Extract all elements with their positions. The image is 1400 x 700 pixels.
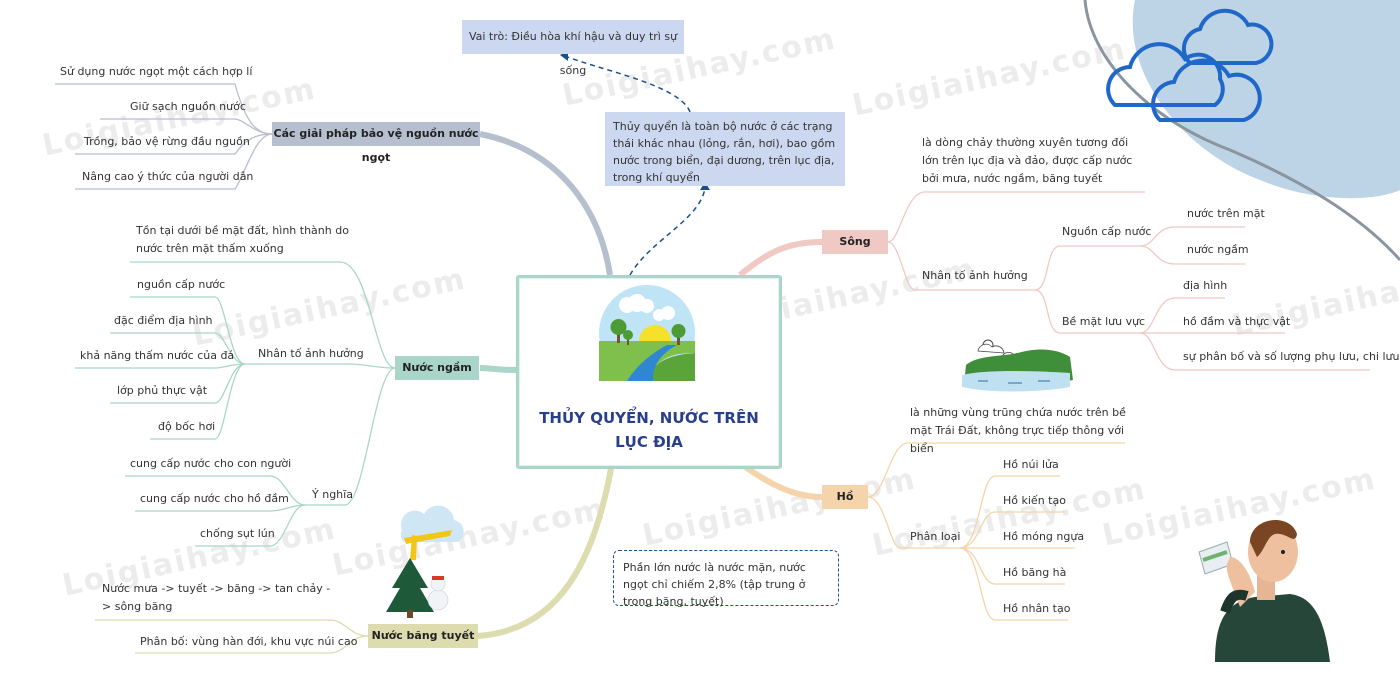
river-source: nước ngầm [1187, 243, 1249, 256]
person-drinking-illustration [1198, 520, 1330, 662]
river-source: nước trên mặt [1187, 207, 1265, 220]
definition-note: Thủy quyển là toàn bộ nước ở các trạng t… [605, 112, 845, 186]
solution-item: Trồng, bảo vệ rừng đầu nguồn [84, 135, 250, 148]
lake-type: Hồ kiến tạo [1003, 494, 1066, 507]
groundwater-factor: lớp phủ thực vật [117, 384, 208, 397]
solution-item: Sử dụng nước ngọt một cách hợp lí [60, 65, 253, 78]
river-source-label: Nguồn cấp nước [1062, 225, 1152, 238]
groundwater-factor: khả năng thấm nước của đá [80, 349, 235, 362]
groundwater-meaning: chống sụt lún [200, 527, 275, 540]
groundwater-factor: đặc điểm địa hình [114, 314, 213, 327]
branch-lake: Hồ [822, 485, 868, 509]
groundwater-meaning-label: Ý nghĩa [312, 488, 353, 501]
groundwater-meaning: cung cấp nước cho con người [130, 457, 292, 470]
lake-type: Hồ núi lửa [1003, 458, 1059, 471]
river-surface: sự phân bố và số lượng phụ lưu, chi lưu [1183, 350, 1400, 363]
groundwater-factors-label: Nhân tố ảnh hưởng [258, 347, 364, 360]
solution-item: Giữ sạch nguồn nước [130, 100, 246, 113]
ice-item: Phân bố: vùng hàn đới, khu vực núi cao [140, 635, 358, 648]
lake-type: Hồ băng hà [1003, 566, 1067, 579]
branch-ice: Nước băng tuyết [368, 624, 478, 648]
river-factors-label: Nhân tố ảnh hưởng [922, 269, 1028, 282]
river-surface-label: Bề mặt lưu vực [1062, 315, 1146, 328]
groundwater-factor: độ bốc hơi [158, 420, 216, 433]
groundwater-meaning: cung cấp nước cho hồ đầm [140, 492, 289, 505]
bottom-note: Phần lớn nước là nước mặn, nước ngọt chỉ… [613, 550, 839, 608]
lake-type: Hồ móng ngựa [1003, 530, 1085, 543]
role-note-text: Vai trò: Điều hòa khí hậu và duy trì sự … [468, 30, 678, 77]
solution-item: Nâng cao ý thức của người dân [82, 170, 254, 183]
center-topic: THỦY QUYỂN, NƯỚC TRÊN LỤC ĐỊA [516, 275, 782, 469]
branch-river: Sông [822, 230, 888, 254]
groundwater-factor: nguồn cấp nước [137, 278, 226, 291]
branch-solutions: Các giải pháp bảo vệ nguồn nước ngọt [272, 122, 480, 164]
bottom-note-text: Phần lớn nước là nước mặn, nước ngọt chỉ… [623, 561, 806, 608]
river-definition: là dòng chảy thường xuyên tương đối lớn … [922, 136, 1133, 185]
river-landscape-icon [599, 285, 695, 381]
ice-item: Nước mưa -> tuyết -> băng -> tan chảy ->… [102, 582, 331, 613]
river-surface: hồ đầm và thực vật [1183, 315, 1291, 328]
branch-groundwater: Nước ngầm [395, 356, 479, 380]
snowy-tree-illustration [386, 505, 464, 618]
groundwater-definition: Tồn tại dưới bề mặt đất, hình thành do n… [136, 224, 349, 255]
lake-illustration [962, 339, 1073, 392]
river-surface: địa hình [1183, 279, 1228, 292]
definition-note-text: Thủy quyển là toàn bộ nước ở các trạng t… [613, 120, 836, 184]
role-note: Vai trò: Điều hòa khí hậu và duy trì sự … [462, 20, 684, 77]
center-title: THỦY QUYỂN, NƯỚC TRÊN LỤC ĐỊA [539, 409, 759, 451]
lake-type: Hồ nhân tạo [1003, 602, 1071, 615]
lake-definition: là những vùng trũng chứa nước trên bề mặ… [910, 406, 1126, 455]
lake-types-label: Phân loại [910, 530, 961, 543]
